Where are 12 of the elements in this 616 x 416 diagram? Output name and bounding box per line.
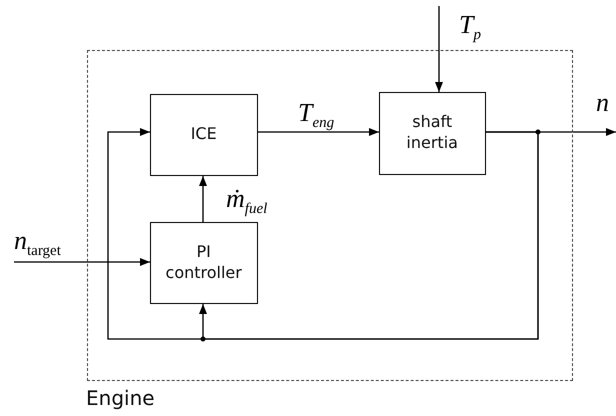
frame-title: Engine: [86, 386, 155, 410]
block-label: shaft inertia: [405, 112, 459, 154]
block: [378, 92, 486, 175]
block: [150, 222, 258, 304]
block-label: ICE: [190, 124, 217, 146]
block-label: PI controller: [164, 242, 243, 284]
arrow: [258, 128, 379, 136]
arrow: [199, 131, 539, 340]
block: [150, 94, 258, 176]
arrow: [14, 258, 150, 266]
arrow: [435, 6, 443, 92]
arrow: [199, 176, 207, 222]
